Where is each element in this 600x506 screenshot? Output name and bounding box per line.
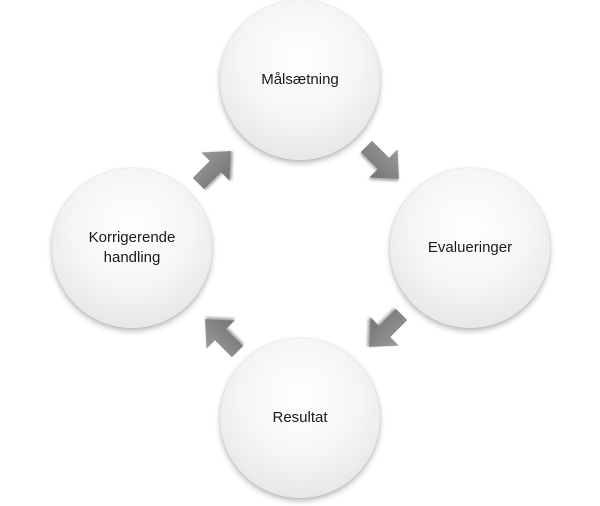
arrow-bottom-to-left [205, 319, 244, 358]
node-label-evalueringer: Evalueringer [427, 239, 513, 256]
arrow-left-to-top [192, 151, 231, 190]
node-resultat: Resultat [220, 338, 380, 498]
arrow-right-to-bottom [369, 308, 408, 347]
node-malsaetning: Målsætning [220, 0, 380, 160]
arrow-top-to-right [360, 140, 399, 179]
node-evalueringer: Evalueringer [390, 168, 550, 328]
node-korrigerende-handling: Korrigerende handling [52, 168, 212, 328]
node-label-malsaetning: Målsætning [261, 71, 339, 88]
node-label-resultat: Resultat [272, 409, 328, 426]
node-label-korrigerende-handling: Korrigerende handling [88, 229, 176, 266]
